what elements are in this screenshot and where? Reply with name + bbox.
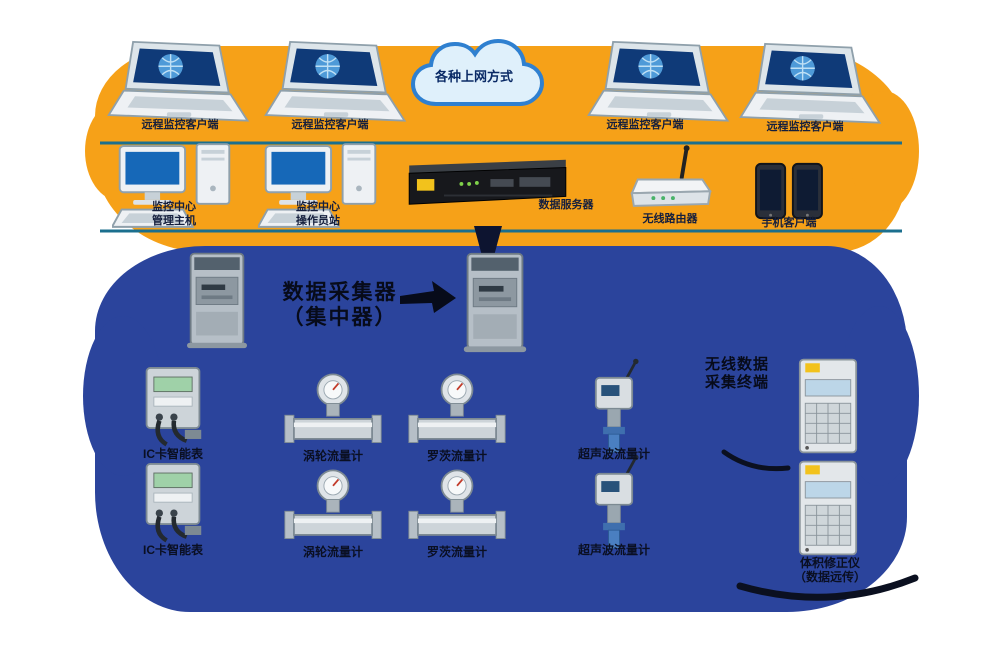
workstation2-label-line2: 操作员站 — [296, 215, 340, 227]
laptop-client-icon — [107, 40, 249, 122]
laptop-client-icon — [739, 42, 881, 124]
meter-label: IC卡智能表 — [142, 447, 204, 461]
laptop-client-icon — [264, 40, 406, 122]
workstation1-label: 监控中心 管理主机 — [152, 200, 196, 228]
collector-title-line1: 数据采集器 — [282, 281, 398, 304]
meter-label: 涡轮流量计 — [302, 545, 364, 559]
server-to-field-connector — [474, 226, 502, 256]
cloud-label: 各种上网方式 — [434, 69, 514, 84]
collector-title: 数据采集器 （集中器） — [283, 280, 398, 330]
roots-flowmeter-icon — [407, 469, 507, 540]
wireless-router-icon — [629, 143, 713, 208]
laptop-client-icon — [587, 40, 729, 122]
data-collector-kiosk-icon — [186, 252, 248, 350]
router-label: 无线路由器 — [642, 213, 698, 225]
network-bus-lines — [100, 141, 902, 233]
client-label: 远程监控客户端 — [141, 119, 219, 131]
workstation2-label-line1: 监控中心 — [296, 201, 340, 213]
roots-flowmeter-icon — [407, 373, 507, 444]
meter-label: 涡轮流量计 — [302, 449, 364, 463]
ultrasonic-meter-icon — [594, 453, 641, 550]
corrector-link-line — [721, 449, 791, 472]
client-label: 远程监控客户端 — [606, 119, 684, 131]
meter-label: 罗茨流量计 — [426, 545, 488, 559]
turbine-flowmeter-icon — [283, 469, 383, 540]
wireless-note-line2: 采集终端 — [704, 374, 770, 391]
meter-label: 超声波流量计 — [577, 543, 651, 557]
meter-label: IC卡智能表 — [142, 543, 204, 557]
smartphones-icon — [755, 162, 823, 220]
client-label: 远程监控客户端 — [766, 121, 844, 133]
ic-card-meter-icon — [147, 368, 202, 445]
collector-title-line2: （集中器） — [282, 306, 398, 329]
server-label: 数据服务器 — [538, 199, 594, 211]
turbine-flowmeter-icon — [283, 373, 383, 444]
corrector-label: 体积修正仪 （数据远传） — [794, 556, 866, 584]
ultrasonic-meter-icon — [594, 357, 641, 454]
workstation2-label: 监控中心 操作员站 — [296, 200, 340, 228]
wireless-note: 无线数据 采集终端 — [705, 356, 769, 392]
arrow-right-icon — [400, 281, 456, 313]
meter-label: 罗茨流量计 — [426, 449, 488, 463]
workstation1-label-line1: 监控中心 — [152, 201, 196, 213]
volume-corrector-icon — [798, 460, 858, 556]
phones-label: 手机客户端 — [761, 217, 817, 229]
ic-card-meter-icon — [147, 464, 202, 541]
corrector-label-line1: 体积修正仪 — [799, 556, 861, 570]
client-label: 远程监控客户端 — [291, 119, 369, 131]
meter-label: 超声波流量计 — [577, 447, 651, 461]
internet-cloud-icon — [410, 38, 545, 106]
data-collector-kiosk-icon — [462, 252, 528, 354]
wireless-note-line1: 无线数据 — [704, 356, 770, 373]
corrector-label-line2: （数据远传） — [793, 570, 867, 584]
bottom-swoosh — [736, 574, 919, 601]
volume-corrector-icon — [798, 358, 858, 454]
workstation1-label-line2: 管理主机 — [152, 215, 196, 227]
